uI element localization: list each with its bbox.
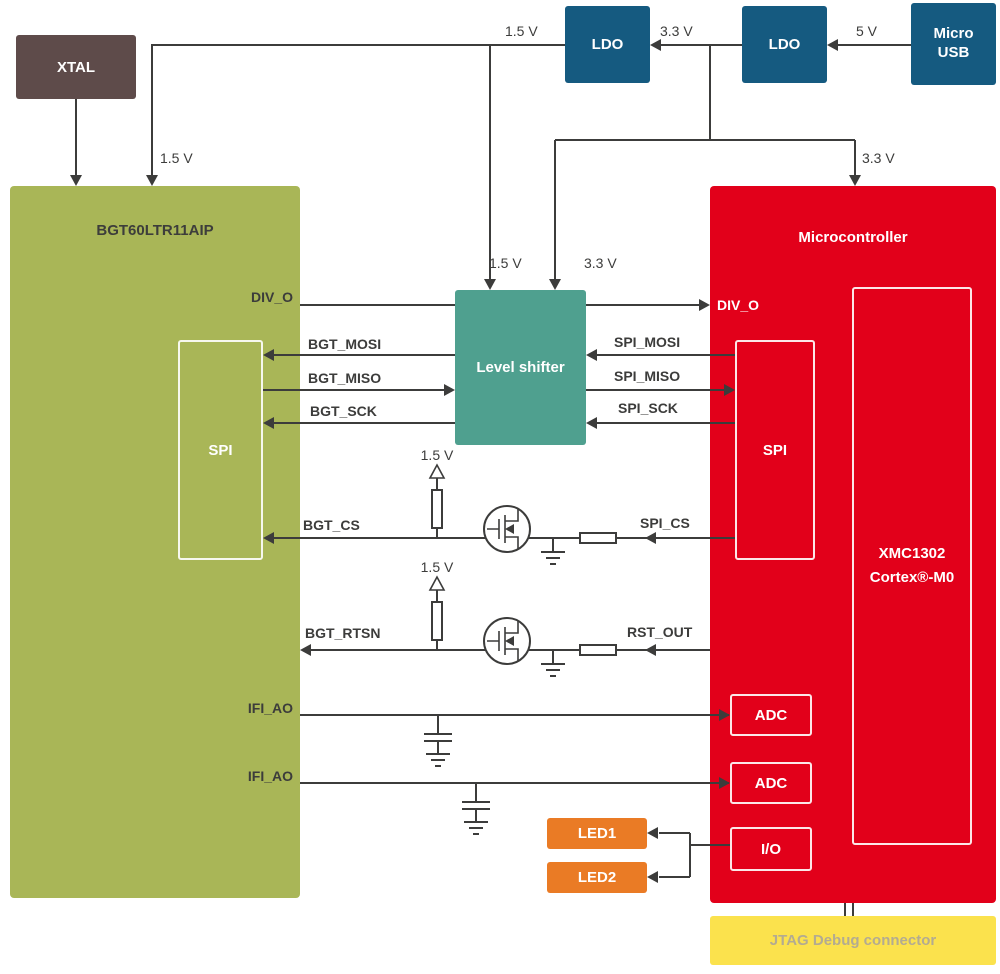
adc2-box: ADC [730, 762, 812, 804]
label-spi-sck: SPI_SCK [618, 400, 678, 416]
ifi-ao-bottom-wire [300, 777, 730, 835]
label-5v-usb: 5 V [856, 23, 878, 39]
label-ifi-ao-bottom: IFI_AO [247, 768, 293, 784]
xmc-core-label: Cortex®-M0 [869, 569, 955, 586]
label-spi-cs: SPI_CS [640, 515, 690, 531]
cs-supply-arrow-icon [428, 463, 446, 479]
mcu-block-title: Microcontroller [798, 229, 908, 246]
cs-wire [263, 463, 735, 565]
label-bgt-cs: BGT_CS [303, 517, 360, 533]
label-div-o-bgt: DIV_O [250, 289, 293, 305]
io-label: I/O [760, 840, 781, 858]
label-1v5-levelshifter: 1.5 V [489, 255, 522, 271]
xmc-name-label: XMC1302 [878, 545, 946, 562]
label-1v5-bgt-supply: 1.5 V [160, 150, 193, 166]
adc2-label: ADC [754, 774, 788, 792]
led2-block: LED2 [547, 862, 647, 893]
ldo1-label: LDO [591, 36, 624, 53]
led1-label: LED1 [577, 825, 617, 842]
led1-block: LED1 [547, 818, 647, 849]
label-1v5-ldo-out: 1.5 V [505, 23, 538, 39]
mcu-spi-box: SPI [735, 340, 815, 560]
ifi-top-capacitor-ground-icon [424, 715, 452, 767]
adc1-label: ADC [754, 706, 788, 724]
ldo2-label: LDO [768, 36, 801, 53]
rtsn-series-resistor [579, 644, 617, 656]
cs-series-resistor [579, 532, 617, 544]
led2-label: LED2 [577, 869, 617, 886]
ifi-ao-top-wire [300, 709, 730, 767]
label-bgt-sck: BGT_SCK [310, 403, 377, 419]
rail-1v5 [146, 44, 565, 290]
jtag-bus-wire [844, 903, 854, 916]
adc1-box: ADC [730, 694, 812, 736]
cs-ground-icon [541, 538, 565, 565]
cs-pullup-resistor [431, 489, 443, 529]
label-bgt-miso: BGT_MISO [308, 370, 382, 386]
jtag-debug-connector-block: JTAG Debug connector [710, 916, 996, 965]
bgt-block-title: BGT60LTR11AIP [96, 222, 214, 239]
rail-3v3 [549, 39, 861, 290]
label-spi-mosi: SPI_MOSI [614, 334, 681, 350]
jtag-label: JTAG Debug connector [769, 932, 937, 949]
micro-usb-block: Micro USB [911, 3, 996, 85]
xtal-block: XTAL [16, 35, 136, 99]
level-shifter-label: Level shifter [476, 359, 565, 376]
label-bgt-rtsn: BGT_RTSN [305, 625, 381, 641]
label-spi-miso: SPI_MISO [614, 368, 681, 384]
miso-wire [263, 384, 735, 396]
xtal-wire [70, 99, 82, 186]
div-o-wire [300, 299, 710, 311]
mosi-wire [263, 349, 735, 361]
mcu-spi-label: SPI [762, 441, 788, 459]
ldo-3v3-block: LDO [742, 6, 827, 83]
label-1v5-rtsn-pullup: 1.5 V [420, 559, 454, 575]
label-3v3-ldo-out: 3.3 V [660, 23, 693, 39]
label-div-o-mcu: DIV_O [717, 297, 760, 313]
label-1v5-cs-pullup: 1.5 V [420, 447, 454, 463]
xtal-label: XTAL [56, 58, 96, 76]
ifi-bottom-capacitor-ground-icon [462, 783, 490, 835]
rtsn-supply-arrow-icon [428, 575, 446, 591]
cs-mosfet-icon [483, 505, 531, 553]
bgt-spi-label: SPI [208, 441, 233, 459]
ldo-1v5-block: LDO [565, 6, 650, 83]
label-3v3-mcu-supply: 3.3 V [862, 150, 895, 166]
rtsn-wire [300, 575, 710, 677]
label-3v3-levelshifter: 3.3 V [584, 255, 617, 271]
io-box: I/O [730, 827, 812, 871]
sck-wire [263, 417, 735, 429]
label-bgt-mosi: BGT_MOSI [308, 336, 382, 352]
led-wires [647, 827, 730, 883]
rtsn-pullup-resistor [431, 601, 443, 641]
micro-usb-label: Micro USB [933, 25, 974, 61]
label-rst-out: RST_OUT [627, 624, 693, 640]
label-ifi-ao-top: IFI_AO [247, 700, 293, 716]
bgt60ltr11aip-block [10, 186, 300, 898]
bgt-spi-box: SPI [178, 340, 263, 560]
rtsn-mosfet-icon [483, 617, 531, 665]
rail-5v [827, 39, 911, 51]
xmc1302-core-box: XMC1302 Cortex®-M0 [852, 287, 972, 845]
level-shifter-block: Level shifter [455, 290, 586, 445]
rtsn-ground-icon [541, 650, 565, 677]
